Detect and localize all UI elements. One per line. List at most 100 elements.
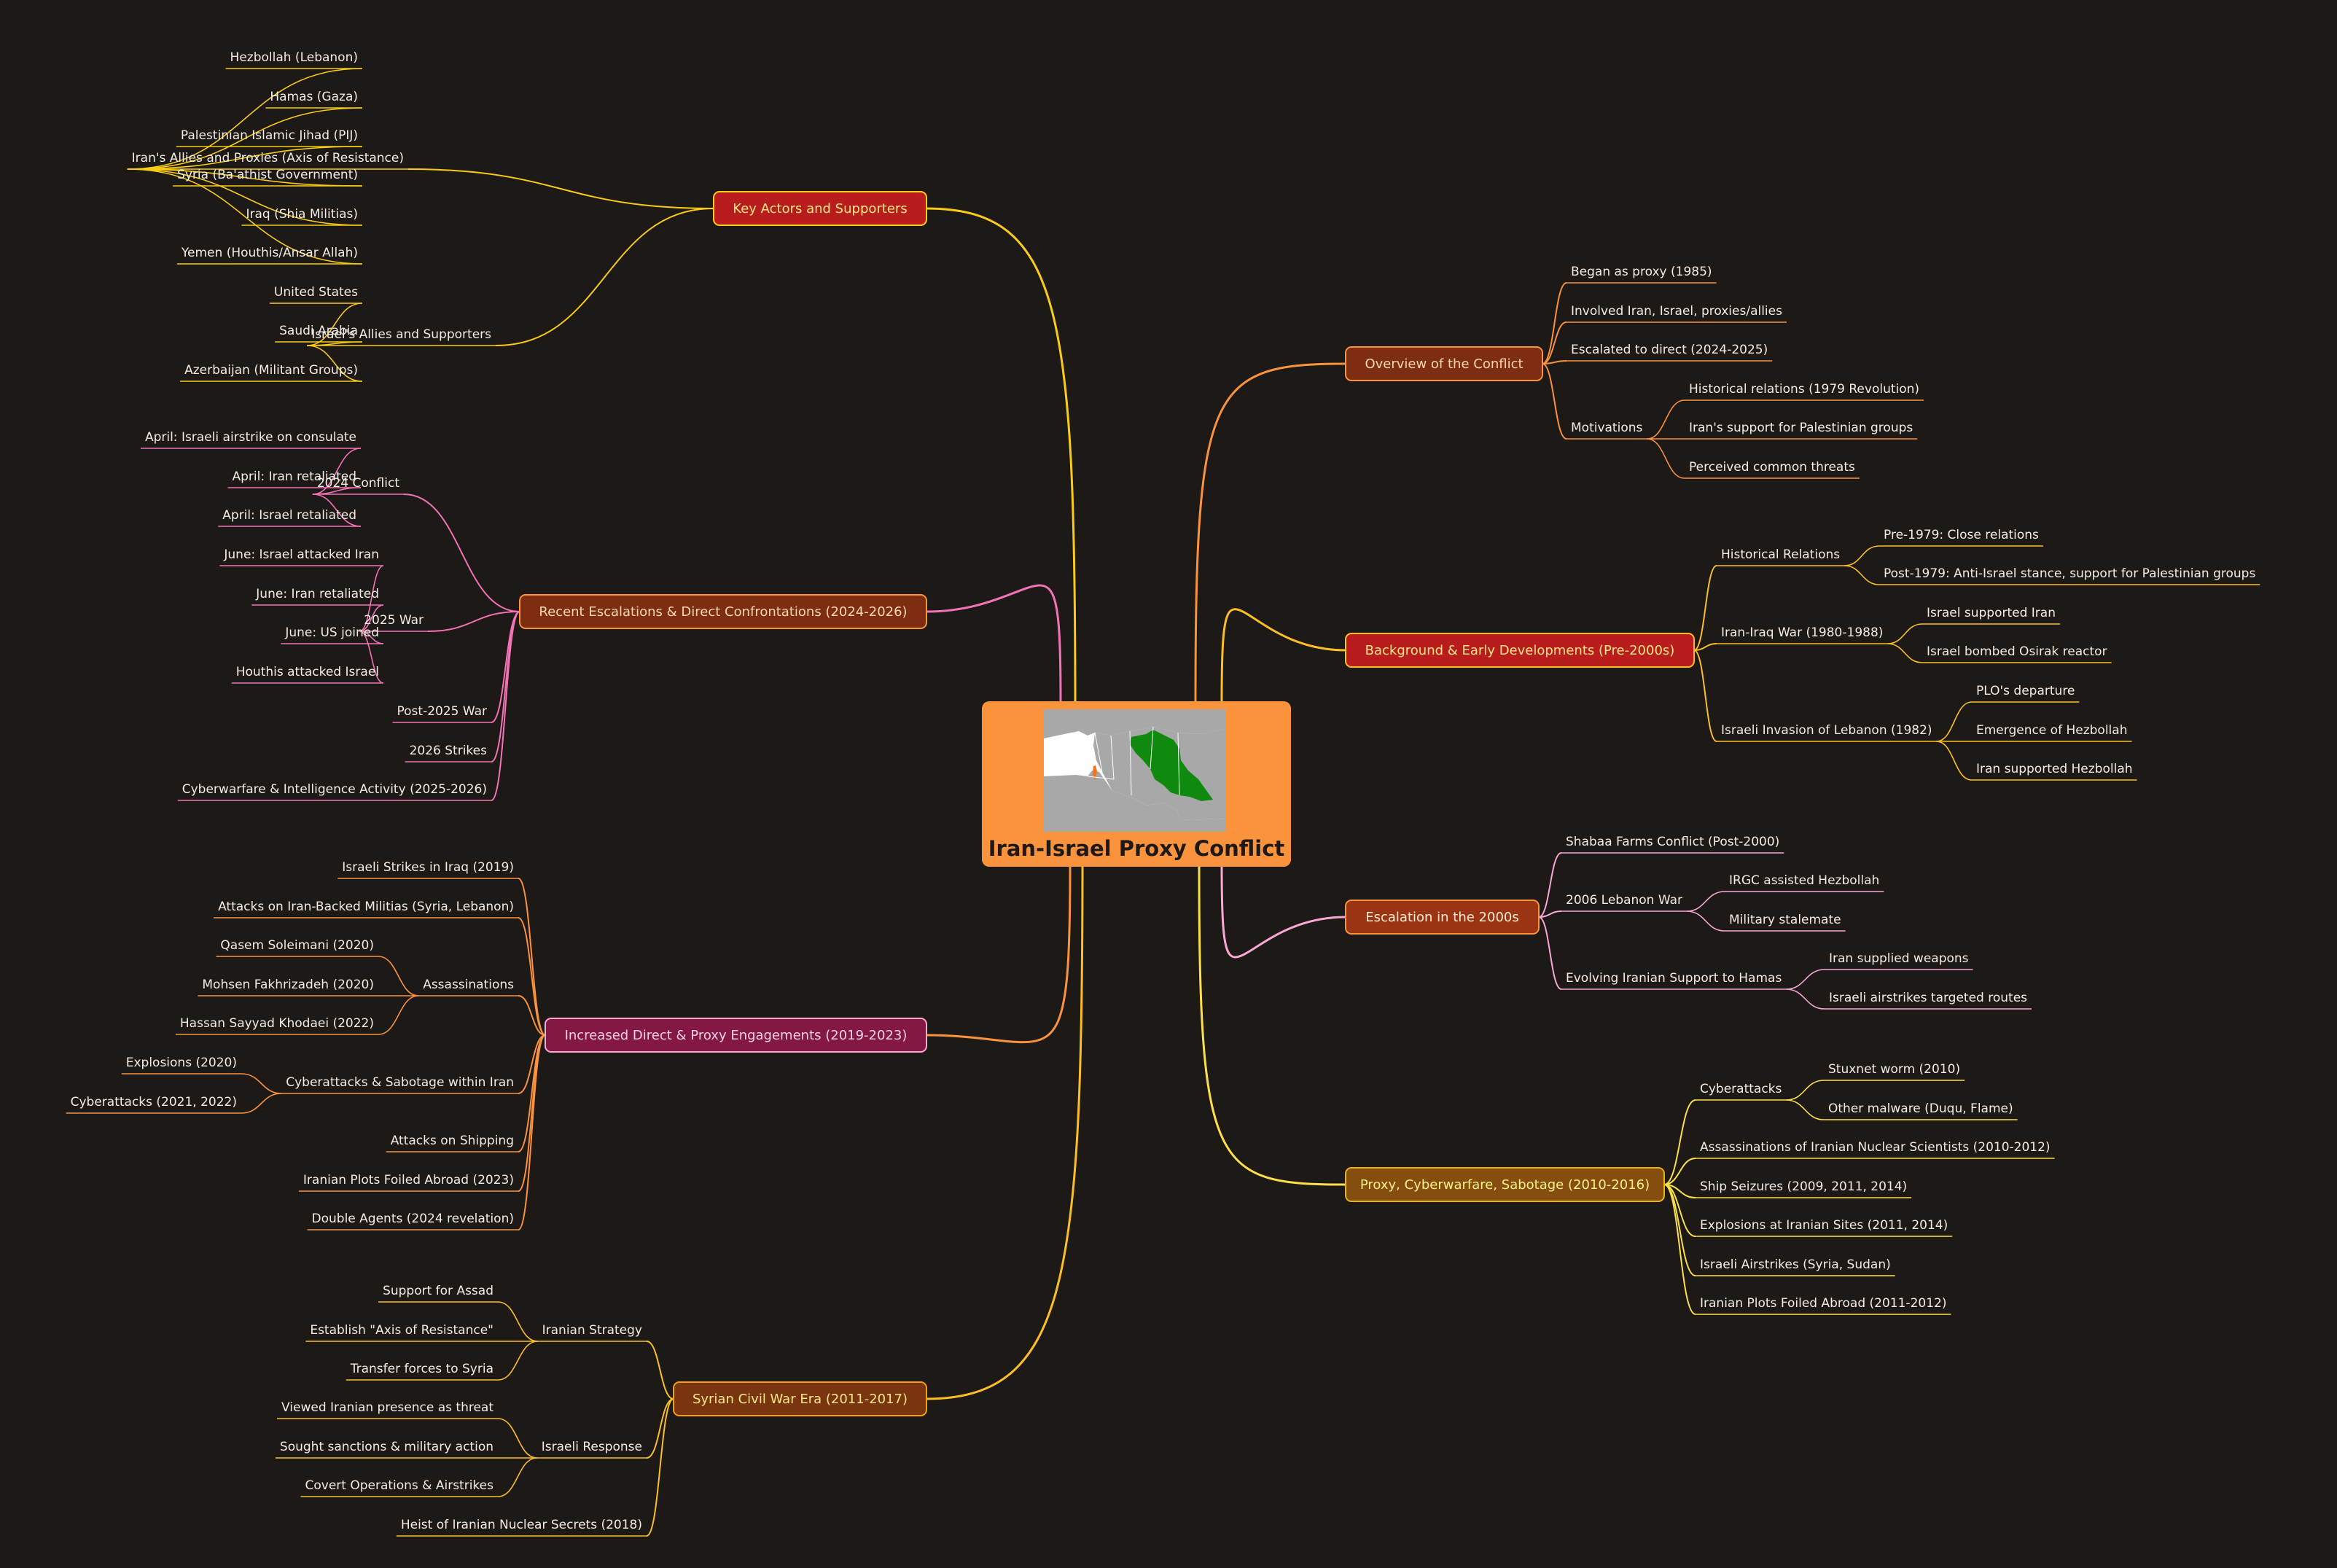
topic-support-for-assad[interactable]: Support for Assad (383, 1284, 493, 1298)
topic-irgc-assisted-hezbollah[interactable]: IRGC assisted Hezbollah (1729, 873, 1879, 888)
branch-proxy-cyberwarfare-sabotage-2010-2016[interactable]: Proxy, Cyberwarfare, Sabotage (2010-2016… (1345, 1167, 1665, 1202)
topic-june-israel-attacked-iran[interactable]: June: Israel attacked Iran (223, 547, 379, 562)
topic-cyberattacks-sabotage-within-iran[interactable]: Cyberattacks & Sabotage within Iran (286, 1075, 514, 1090)
topic-pre-1979-close-relations[interactable]: Pre-1979: Close relations (1884, 528, 2039, 542)
topic-transfer-forces-to-syria[interactable]: Transfer forces to Syria (350, 1362, 493, 1376)
topic-2025-war[interactable]: 2025 War (364, 613, 424, 628)
topic-united-states[interactable]: United States (274, 285, 358, 300)
topic-explosions-at-iranian-sites-2011-2014[interactable]: Explosions at Iranian Sites (2011, 2014) (1700, 1218, 1948, 1233)
topic-sought-sanctions-military-action[interactable]: Sought sanctions & military action (280, 1440, 493, 1454)
branch-syrian-civil-war-era-2011-2017[interactable]: Syrian Civil War Era (2011-2017) (673, 1381, 927, 1416)
topic-azerbaijan-militant-groups[interactable]: Azerbaijan (Militant Groups) (184, 363, 358, 378)
topic-israel-supported-iran[interactable]: Israel supported Iran (1927, 606, 2056, 620)
topic-iranian-plots-foiled-abroad-2023[interactable]: Iranian Plots Foiled Abroad (2023) (303, 1173, 514, 1187)
topic-iraq-shia-militias[interactable]: Iraq (Shia Militias) (246, 207, 359, 222)
topic-iran-s-support-for-palestinian-groups[interactable]: Iran's support for Palestinian groups (1689, 421, 1913, 435)
topic-2006-lebanon-war[interactable]: 2006 Lebanon War (1566, 893, 1682, 908)
topic-saudi-arabia[interactable]: Saudi Arabia (279, 324, 358, 338)
topic-plo-s-departure[interactable]: PLO's departure (1976, 684, 2075, 698)
topic-hassan-sayyad-khodaei-2022[interactable]: Hassan Sayyad Khodaei (2022) (180, 1016, 374, 1031)
topic-palestinian-islamic-jihad-pij[interactable]: Palestinian Islamic Jihad (PIJ) (181, 128, 358, 143)
topic-israeli-airstrikes-targeted-routes[interactable]: Israeli airstrikes targeted routes (1829, 991, 2027, 1005)
topic-perceived-common-threats[interactable]: Perceived common threats (1689, 460, 1855, 475)
topic-establish-axis-of-resistance[interactable]: Establish "Axis of Resistance" (310, 1323, 493, 1338)
topic-iran-iraq-war-1980-1988[interactable]: Iran-Iraq War (1980-1988) (1721, 625, 1883, 640)
connector-line (359, 565, 384, 632)
topic-hamas-gaza[interactable]: Hamas (Gaza) (270, 90, 358, 104)
topic-cyberwarfare-intelligence-activity-2025-2026[interactable]: Cyberwarfare & Intelligence Activity (20… (182, 782, 487, 797)
topic-military-stalemate[interactable]: Military stalemate (1729, 913, 1841, 927)
topic-involved-iran-israel-proxies-allies[interactable]: Involved Iran, Israel, proxies/allies (1571, 304, 1782, 319)
topic-israeli-airstrikes-syria-sudan[interactable]: Israeli Airstrikes (Syria, Sudan) (1700, 1257, 1891, 1272)
iran-israel-map (1044, 709, 1226, 832)
topic-evolving-iranian-support-to-hamas[interactable]: Evolving Iranian Support to Hamas (1566, 971, 1782, 986)
topic-april-iran-retaliated[interactable]: April: Iran retaliated (232, 469, 356, 484)
topic-post-2025-war[interactable]: Post-2025 War (397, 704, 488, 719)
topic-escalated-to-direct-2024-2025[interactable]: Escalated to direct (2024-2025) (1571, 343, 1768, 357)
topic-post-1979-anti-israel-stance-support-for-palesti[interactable]: Post-1979: Anti-Israel stance, support f… (1884, 566, 2255, 581)
connector-line (127, 168, 363, 265)
topic-israeli-invasion-of-lebanon-1982[interactable]: Israeli Invasion of Lebanon (1982) (1721, 723, 1932, 738)
topic-iran-supplied-weapons[interactable]: Iran supplied weapons (1829, 951, 1969, 966)
connector-line (497, 1341, 538, 1381)
topic-yemen-houthis-ansar-allah[interactable]: Yemen (Houthis/Ansar Allah) (181, 246, 358, 260)
topic-attacks-on-shipping[interactable]: Attacks on Shipping (391, 1134, 514, 1148)
connector-line (1542, 321, 1567, 364)
topic-other-malware-duqu-flame[interactable]: Other malware (Duqu, Flame) (1828, 1101, 2013, 1116)
topic-shabaa-farms-conflict-post-2000[interactable]: Shabaa Farms Conflict (Post-2000) (1566, 835, 1779, 849)
topic-houthis-attacked-israel[interactable]: Houthis attacked Israel (236, 665, 379, 679)
topic-iranian-plots-foiled-abroad-2011-2012[interactable]: Iranian Plots Foiled Abroad (2011-2012) (1700, 1296, 1946, 1311)
topic-attacks-on-iran-backed-militias-syria-lebanon[interactable]: Attacks on Iran-Backed Militias (Syria, … (218, 900, 514, 914)
topic-june-us-joined[interactable]: June: US joined (284, 625, 379, 640)
topic-ship-seizures-2009-2011-2014[interactable]: Ship Seizures (2009, 2011, 2014) (1700, 1179, 1907, 1194)
topic-assassinations[interactable]: Assassinations (423, 978, 514, 992)
topic-april-israel-retaliated[interactable]: April: Israel retaliated (222, 508, 356, 523)
branch-box (673, 1381, 927, 1416)
topic-israeli-strikes-in-iraq-2019[interactable]: Israeli Strikes in Iraq (2019) (342, 860, 514, 875)
connector-line (403, 494, 520, 612)
topic-qasem-soleimani-2020[interactable]: Qasem Soleimani (2020) (220, 938, 374, 953)
topic-iran-supported-hezbollah[interactable]: Iran supported Hezbollah (1976, 762, 2133, 776)
topic-emergence-of-hezbollah[interactable]: Emergence of Hezbollah (1976, 723, 2127, 738)
topic-june-iran-retaliated[interactable]: June: Iran retaliated (255, 587, 379, 601)
central-topic[interactable]: Iran-Israel Proxy Conflict (982, 701, 1291, 867)
topic-iran-s-allies-and-proxies-axis-of-resistance[interactable]: Iran's Allies and Proxies (Axis of Resis… (132, 151, 404, 165)
topic-viewed-iranian-presence-as-threat[interactable]: Viewed Iranian presence as threat (281, 1400, 493, 1415)
branch-key-actors-and-supporters[interactable]: Key Actors and Supporters (713, 191, 927, 226)
topic-stuxnet-worm-2010[interactable]: Stuxnet worm (2010) (1828, 1062, 1960, 1077)
connector-line (1786, 988, 1825, 1010)
topic-april-israeli-airstrike-on-consulate[interactable]: April: Israeli airstrike on consulate (145, 430, 356, 445)
connector-line (518, 995, 546, 1036)
topic-israel-bombed-osirak-reactor[interactable]: Israel bombed Osirak reactor (1927, 644, 2107, 659)
topic-cyberattacks[interactable]: Cyberattacks (1700, 1082, 1782, 1096)
topic-syria-ba-athist-government[interactable]: Syria (Ba'athist Government) (177, 168, 358, 182)
topic-mohsen-fakhrizadeh-2020[interactable]: Mohsen Fakhrizadeh (2020) (202, 978, 374, 992)
topic-iranian-strategy[interactable]: Iranian Strategy (542, 1323, 642, 1338)
topic-assassinations-of-iranian-nuclear-scientists-201[interactable]: Assassinations of Iranian Nuclear Scient… (1700, 1140, 2051, 1155)
topic-historical-relations[interactable]: Historical Relations (1721, 547, 1840, 562)
topic-motivations[interactable]: Motivations (1571, 421, 1642, 435)
topic-2026-strikes[interactable]: 2026 Strikes (410, 744, 488, 758)
topic-began-as-proxy-1985[interactable]: Began as proxy (1985) (1571, 265, 1712, 279)
topic-israel-s-allies-and-supporters[interactable]: Israel's Allies and Supporters (311, 327, 491, 342)
connector-line (1542, 363, 1567, 440)
connector-line (1786, 1099, 1825, 1120)
topic-explosions-2020[interactable]: Explosions (2020) (126, 1056, 237, 1070)
branch-escalation-in-the-2000s[interactable]: Escalation in the 2000s (1345, 900, 1540, 935)
connector-line (127, 168, 363, 226)
topic-2024-conflict[interactable]: 2024 Conflict (317, 476, 399, 491)
branch-increased-direct-proxy-engagements-2019-2023[interactable]: Increased Direct & Proxy Engagements (20… (545, 1018, 927, 1053)
topic-historical-relations-1979-revolution[interactable]: Historical relations (1979 Revolution) (1689, 382, 1919, 397)
topic-double-agents-2024-revelation[interactable]: Double Agents (2024 revelation) (312, 1212, 514, 1226)
main-connector (926, 863, 1084, 1400)
branch-recent-escalations-direct-confrontations-2024-20[interactable]: Recent Escalations & Direct Confrontatio… (519, 594, 927, 629)
topic-israeli-response[interactable]: Israeli Response (542, 1440, 642, 1454)
topic-cyberattacks-2021-2022[interactable]: Cyberattacks (2021, 2022) (71, 1095, 237, 1109)
topic-hezbollah-lebanon[interactable]: Hezbollah (Lebanon) (230, 50, 358, 65)
topic-covert-operations-airstrikes[interactable]: Covert Operations & Airstrikes (305, 1478, 493, 1493)
branch-background-early-developments-pre-2000s[interactable]: Background & Early Developments (Pre-200… (1345, 633, 1695, 668)
map-border-line (1177, 732, 1180, 796)
branch-box (519, 594, 927, 629)
topic-heist-of-iranian-nuclear-secrets-2018[interactable]: Heist of Iranian Nuclear Secrets (2018) (401, 1518, 642, 1532)
branch-overview-of-the-conflict[interactable]: Overview of the Conflict (1345, 346, 1543, 381)
